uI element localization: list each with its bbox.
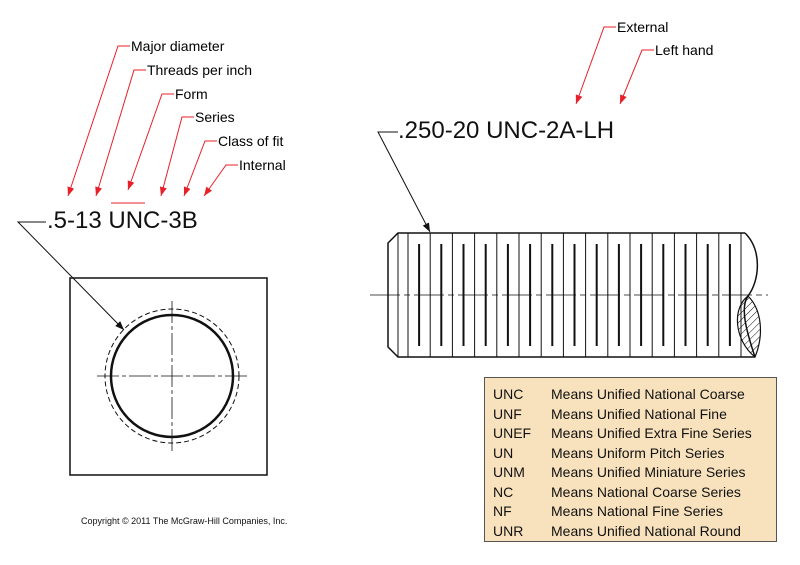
break-section bbox=[736, 295, 761, 358]
external-thread-view bbox=[370, 232, 768, 358]
label-internal: Internal bbox=[239, 157, 286, 173]
legend-desc: Means Unified National Coarse bbox=[551, 386, 745, 402]
abbreviation-legend: UNC Means Unified National Coarse UNF Mean… bbox=[484, 377, 777, 542]
legend-abbr: UN bbox=[493, 444, 514, 461]
legend-desc: Means Unified National Fine bbox=[551, 405, 727, 422]
internal-thread-view bbox=[69, 277, 268, 476]
legend-abbr: UNR bbox=[493, 522, 524, 539]
left-callout-leaders bbox=[67, 45, 238, 204]
legend-desc: Means National Fine Series bbox=[551, 503, 723, 519]
legend-abbr: NF bbox=[493, 503, 512, 519]
external-thread-designation: .250-20 UNC-2A-LH bbox=[398, 117, 615, 144]
label-left-hand: Left hand bbox=[655, 42, 714, 58]
leader-form bbox=[127, 93, 174, 191]
legend-abbr: UNF bbox=[493, 405, 522, 422]
copyright-notice: Copyright © 2011 The McGraw-Hill Compani… bbox=[81, 516, 288, 526]
legend-abbr: UNEF bbox=[493, 425, 532, 441]
legend-desc: Means Unified Miniature Series bbox=[551, 464, 746, 480]
label-class-of-fit: Class of fit bbox=[218, 133, 284, 149]
label-major-diameter: Major diameter bbox=[131, 38, 225, 54]
label-form: Form bbox=[175, 86, 208, 102]
legend-desc: Means National Coarse Series bbox=[551, 483, 741, 500]
leader-threads-per-inch bbox=[95, 69, 146, 197]
internal-thread-designation: .5-13 UNC-3B bbox=[47, 207, 198, 234]
thread-marks bbox=[407, 233, 742, 357]
right-callout-leaders bbox=[575, 26, 654, 105]
plate-outline bbox=[69, 277, 268, 476]
legend-desc: Means Unified National Round bbox=[551, 522, 741, 539]
leader-series bbox=[159, 116, 194, 197]
leader-internal bbox=[203, 164, 238, 197]
label-threads-per-inch: Threads per inch bbox=[147, 62, 253, 78]
legend-abbr: NC bbox=[493, 483, 514, 500]
legend-desc: Means Uniform Pitch Series bbox=[551, 444, 725, 461]
leader-major-diameter bbox=[67, 45, 130, 197]
legend-abbr: UNC bbox=[493, 386, 524, 402]
designation-leaders bbox=[16, 131, 431, 331]
leader-external-thread bbox=[377, 131, 431, 233]
legend-desc: Means Unified Extra Fine Series bbox=[551, 425, 752, 441]
label-series: Series bbox=[195, 109, 235, 125]
legend-abbr: UNM bbox=[493, 464, 525, 480]
leader-internal-thread bbox=[16, 221, 125, 331]
leader-external bbox=[575, 26, 616, 105]
leader-left-hand bbox=[619, 49, 654, 105]
leader-class-of-fit bbox=[183, 140, 217, 197]
label-external: External bbox=[617, 19, 669, 35]
